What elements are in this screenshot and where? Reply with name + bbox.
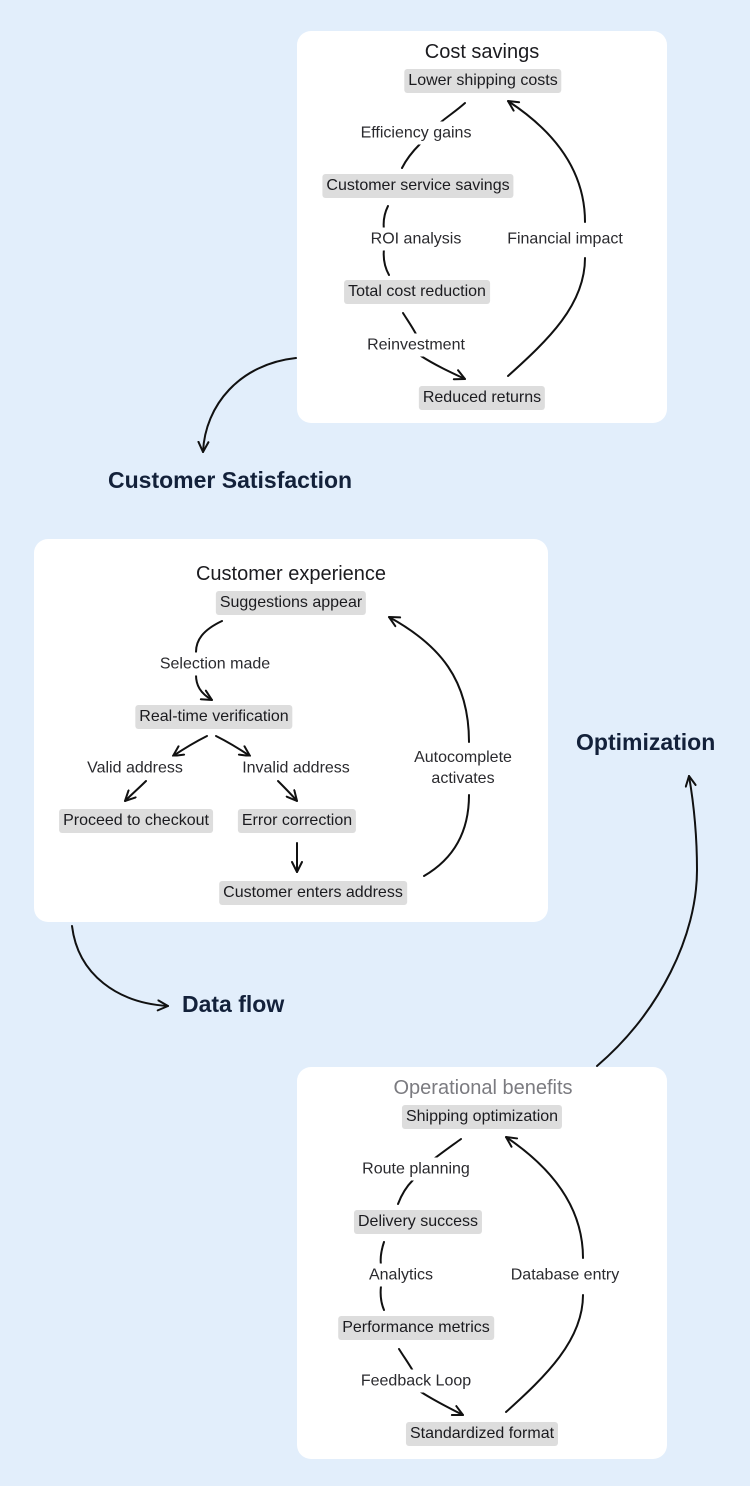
customer-experience-title: Customer experience (195, 563, 387, 585)
edge-database-entry (506, 1137, 584, 1413)
arrow-to-data-flow (71, 925, 169, 1012)
section-data-flow: Data flow (182, 991, 285, 1017)
label-autocomplete-activates: Autocomplete activates (400, 746, 526, 790)
edge-valid-address (172, 735, 208, 757)
label-roi-analysis: ROI analysis (367, 227, 465, 251)
node-shipping-optimization[interactable]: Shipping optimization (401, 1105, 563, 1129)
node-lower-shipping-costs[interactable]: Lower shipping costs (404, 69, 562, 93)
node-suggestions-appear[interactable]: Suggestions appear (215, 591, 367, 615)
label-feedback-loop: Feedback Loop (357, 1369, 475, 1393)
arrow-to-customer-satisfaction (197, 357, 297, 453)
edge-invalid-to-correction (277, 780, 298, 802)
cost-savings-panel (297, 31, 667, 423)
edge-invalid-address (215, 735, 251, 757)
section-optimization: Optimization (576, 729, 716, 755)
edge-analytics (379, 1241, 385, 1311)
section-customer-satisfaction: Customer Satisfaction (108, 467, 353, 493)
label-analytics: Analytics (365, 1263, 437, 1287)
arrow-to-optimization (596, 775, 698, 1067)
operational-benefits-panel (297, 1067, 667, 1459)
edge-financial-impact (508, 101, 586, 377)
node-total-cost-reduction[interactable]: Total cost reduction (344, 280, 490, 304)
edge-selection-made (195, 620, 222, 700)
edge-autocomplete-activates (389, 617, 470, 877)
node-proceed-to-checkout[interactable]: Proceed to checkout (59, 809, 213, 833)
edge-valid-to-checkout (124, 780, 147, 802)
node-customer-enters-address[interactable]: Customer enters address (219, 881, 407, 905)
node-real-time-verification[interactable]: Real-time verification (135, 705, 293, 729)
cost-savings-title: Cost savings (424, 41, 540, 63)
node-reduced-returns[interactable]: Reduced returns (418, 386, 546, 410)
label-financial-impact: Financial impact (504, 227, 626, 251)
node-customer-service-savings[interactable]: Customer service savings (322, 174, 514, 198)
label-invalid-address: Invalid address (239, 756, 353, 780)
operational-benefits-title: Operational benefits (393, 1077, 573, 1099)
label-selection-made: Selection made (156, 652, 274, 676)
label-reinvestment: Reinvestment (364, 333, 468, 357)
edge-feedback-loop (398, 1348, 463, 1415)
label-route-planning: Route planning (359, 1157, 473, 1181)
label-efficiency-gains: Efficiency gains (357, 121, 475, 145)
node-error-correction[interactable]: Error correction (237, 809, 357, 833)
node-standardized-format[interactable]: Standardized format (405, 1422, 559, 1446)
label-database-entry: Database entry (507, 1263, 623, 1287)
label-valid-address: Valid address (84, 756, 186, 780)
node-delivery-success[interactable]: Delivery success (353, 1210, 483, 1234)
node-performance-metrics[interactable]: Performance metrics (338, 1316, 494, 1340)
